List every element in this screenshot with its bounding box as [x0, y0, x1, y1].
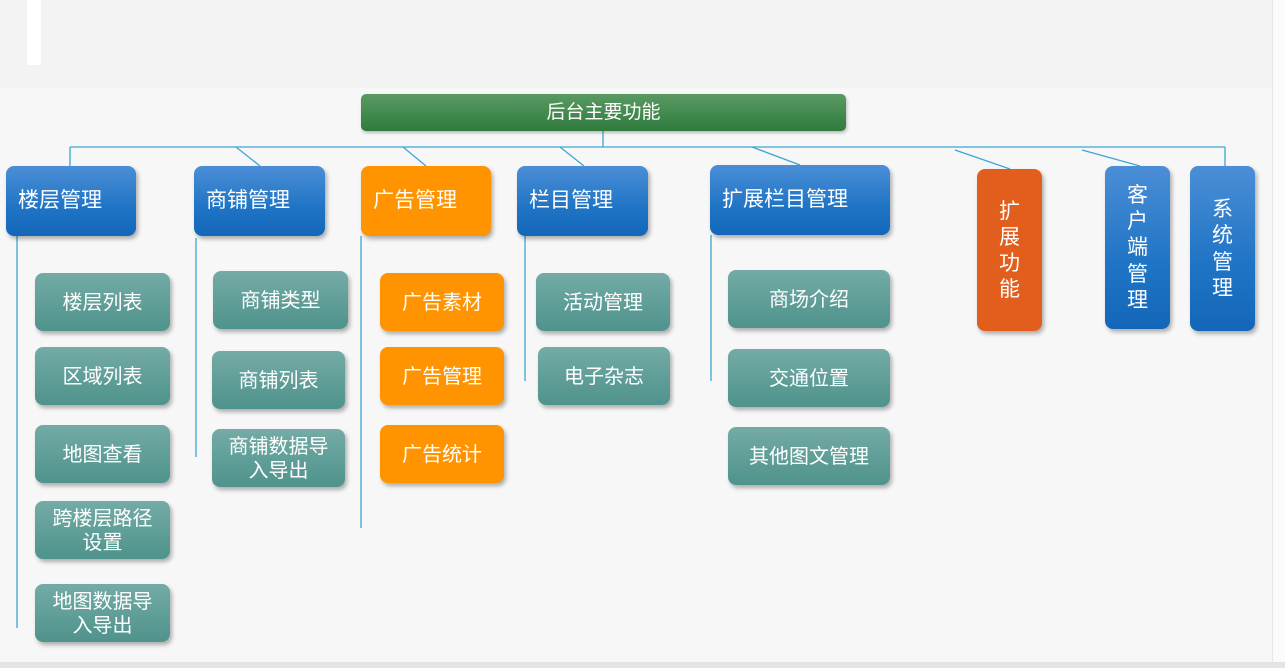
- connector: [954, 149, 1011, 170]
- node-area-list: 区域列表: [35, 347, 170, 405]
- node-shop-types: 商铺类型: [213, 271, 348, 329]
- node-ad-management: 广告管理: [361, 166, 491, 236]
- node-shop-data-import-export: 商铺数据导入导出: [212, 429, 345, 487]
- node-map-view: 地图查看: [35, 425, 170, 483]
- node-shop-management: 商铺管理: [194, 166, 325, 236]
- connector: [559, 146, 585, 167]
- node-traffic-location: 交通位置: [728, 349, 890, 407]
- connector: [1081, 149, 1141, 167]
- node-extended-features: 扩展功能: [977, 169, 1042, 331]
- header-accent-bar: [27, 0, 41, 65]
- node-activity-management: 活动管理: [536, 273, 670, 331]
- node-shop-list: 商铺列表: [212, 351, 345, 409]
- node-ad-manage: 广告管理: [380, 347, 504, 405]
- node-cross-floor-path: 跨楼层路径设置: [35, 501, 170, 559]
- node-system-management: 系统管理: [1190, 166, 1255, 331]
- node-column-management: 栏目管理: [517, 166, 648, 236]
- connector: [402, 146, 427, 167]
- node-floor-list: 楼层列表: [35, 273, 170, 331]
- node-extended-column-management: 扩展栏目管理: [710, 165, 890, 235]
- root-node: 后台主要功能: [361, 94, 846, 131]
- node-client-management: 客户端管理: [1105, 166, 1170, 329]
- bottom-border: [0, 662, 1285, 668]
- node-floor-management: 楼层管理: [6, 166, 136, 236]
- node-e-magazine: 电子杂志: [538, 347, 670, 405]
- node-other-content-management: 其他图文管理: [728, 427, 890, 485]
- node-mall-intro: 商场介绍: [728, 270, 890, 328]
- connector: [235, 146, 261, 167]
- node-map-data-import-export: 地图数据导入导出: [35, 584, 170, 642]
- slide-header: [0, 0, 1285, 88]
- connector: [751, 146, 801, 166]
- scrollbar[interactable]: [1272, 0, 1285, 668]
- node-ad-material: 广告素材: [380, 273, 504, 331]
- node-ad-statistics: 广告统计: [380, 425, 504, 483]
